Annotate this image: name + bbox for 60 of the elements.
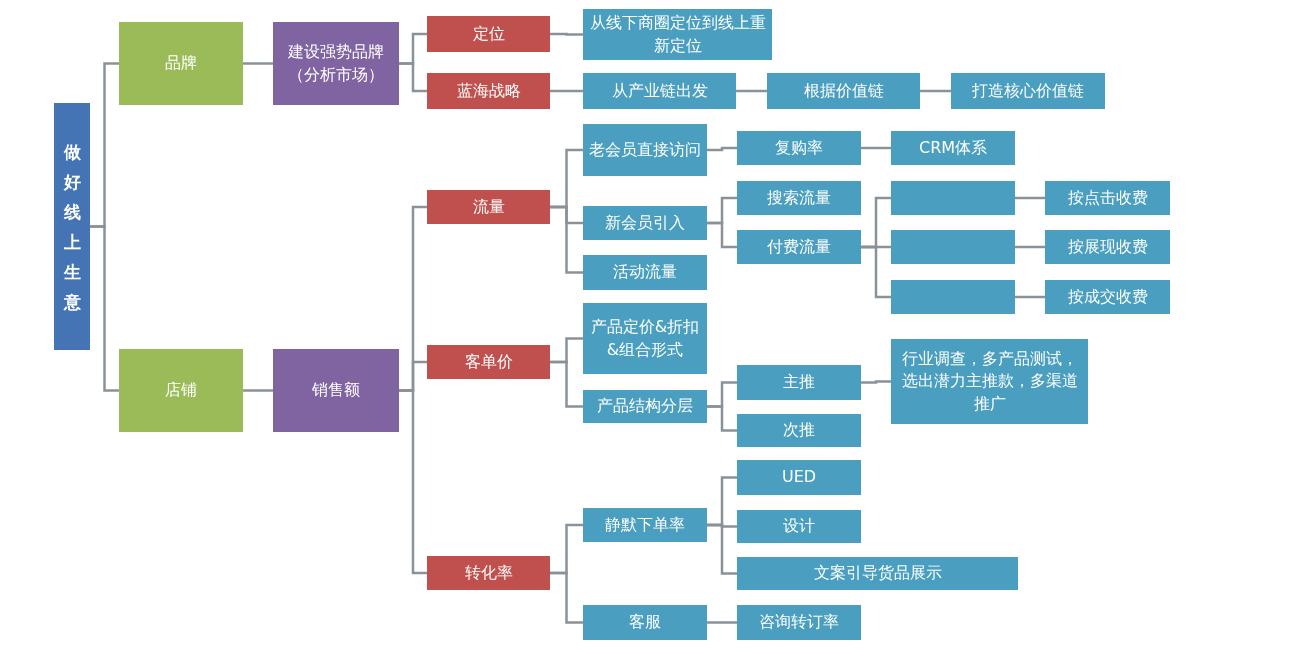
detail-box: 从产业链出发 xyxy=(583,73,736,109)
detail-box: 活动流量 xyxy=(583,255,707,290)
connector-line xyxy=(861,380,891,384)
detail-box: 打造核心价值链 xyxy=(951,73,1105,109)
connector-line xyxy=(550,89,583,93)
detail-box: 静默下单率 xyxy=(583,508,707,542)
connector-line xyxy=(1015,295,1045,299)
detail-box: 复购率 xyxy=(737,131,861,165)
detail-box: 付费流量 xyxy=(737,230,861,264)
blank-box xyxy=(891,280,1015,314)
blank-box xyxy=(891,181,1015,215)
detail-box: 按点击收费 xyxy=(1045,181,1170,215)
detail-box: 从线下商圈定位到线上重新定位 xyxy=(583,9,772,60)
goal-box: 销售额 xyxy=(273,349,399,432)
connector-line xyxy=(707,621,737,624)
detail-box: UED xyxy=(737,460,861,495)
detail-box: 搜索流量 xyxy=(737,181,861,215)
detail-box: 产品结构分层 xyxy=(583,390,707,423)
connector-line xyxy=(550,205,583,274)
connector-line xyxy=(550,360,583,408)
detail-box: 按展现收费 xyxy=(1045,230,1170,264)
connector-line xyxy=(861,245,891,299)
connector-line xyxy=(1015,245,1045,249)
detail-box: 咨询转订率 xyxy=(737,605,861,640)
detail-box: 设计 xyxy=(737,510,861,543)
connector-line xyxy=(1015,196,1045,200)
factor-box: 蓝海战略 xyxy=(427,73,550,109)
title-box: 做好线上生意 xyxy=(54,103,90,350)
connector-line xyxy=(550,32,583,36)
factor-box: 转化率 xyxy=(427,556,550,590)
detail-box: 按成交收费 xyxy=(1045,280,1170,314)
connector-line xyxy=(90,225,119,392)
detail-box: 文案引导货品展示 xyxy=(737,557,1018,590)
category-box: 店铺 xyxy=(119,349,243,432)
detail-box: 主推 xyxy=(737,365,861,400)
detail-box: 行业调查，多产品测试，选出潜力主推款，多渠道推广 xyxy=(891,339,1088,424)
connector-line xyxy=(243,62,273,65)
factor-box: 定位 xyxy=(427,16,550,52)
category-box: 品牌 xyxy=(119,22,243,105)
connector-line xyxy=(707,523,737,575)
connector-line xyxy=(707,405,737,432)
connector-line xyxy=(736,89,767,93)
connector-line xyxy=(707,146,737,152)
connector-line xyxy=(861,146,891,150)
connector-line xyxy=(920,89,951,93)
connector-line xyxy=(550,571,583,624)
detail-box: 次推 xyxy=(737,414,861,447)
detail-box: 产品定价&折扣&组合形式 xyxy=(583,303,707,374)
detail-box: 根据价值链 xyxy=(767,73,920,109)
blank-box xyxy=(891,230,1015,264)
factor-box: 客单价 xyxy=(427,345,550,379)
detail-box: 客服 xyxy=(583,605,707,640)
detail-box: 新会员引入 xyxy=(583,206,707,240)
connector-line xyxy=(243,389,273,392)
detail-box: 老会员直接访问 xyxy=(583,124,707,176)
detail-box: CRM体系 xyxy=(891,131,1015,165)
connector-line xyxy=(399,62,427,93)
goal-box: 建设强势品牌（分析市场） xyxy=(273,22,399,105)
connector-line xyxy=(707,221,737,249)
factor-box: 流量 xyxy=(427,190,550,224)
